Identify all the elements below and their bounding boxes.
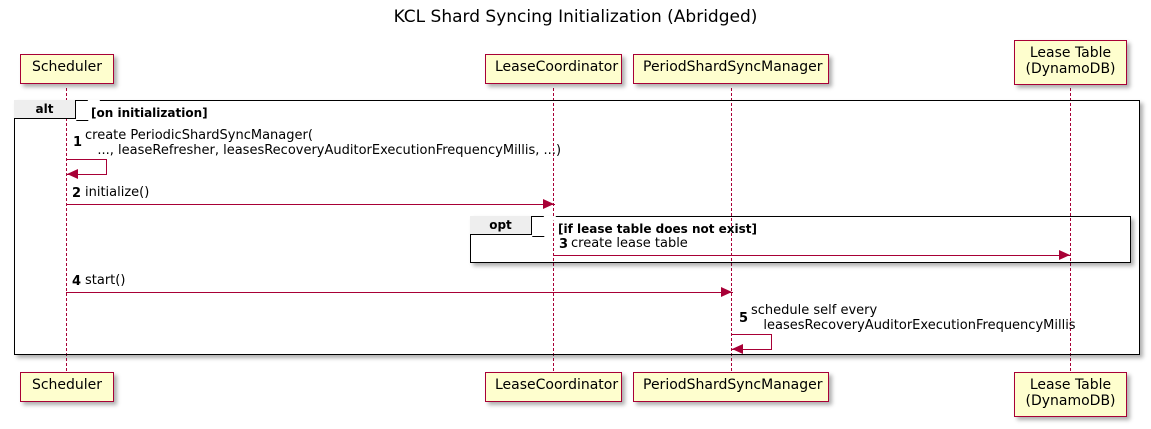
lifeline-scheduler: [66, 88, 67, 371]
message-4-arrowhead: [721, 287, 732, 297]
lifeline-periodshardsyncmanager: [731, 88, 732, 371]
participant-scheduler-top[interactable]: Scheduler: [20, 54, 114, 84]
message-1-arrowhead: [67, 169, 78, 179]
fragment-opt-guard: [if lease table does not exist]: [558, 222, 758, 236]
message-1-self-loop: [66, 159, 107, 175]
participant-scheduler-bottom[interactable]: Scheduler: [20, 372, 114, 402]
message-5-arrowhead: [732, 344, 743, 354]
message-4-line: [66, 292, 733, 293]
message-1-label: create PeriodicShardSyncManager( ..., le…: [85, 128, 562, 158]
fragment-alt: alt: [14, 100, 1140, 355]
page-title: KCL Shard Syncing Initialization (Abridg…: [393, 7, 758, 27]
fragment-alt-operator-label: alt: [35, 102, 54, 116]
message-3-number: 3: [559, 237, 569, 252]
fragment-opt-operator-tab: opt: [470, 216, 532, 235]
message-2-label: initialize(): [85, 185, 150, 200]
message-2-number: 2: [72, 186, 82, 201]
message-2-arrowhead: [543, 199, 554, 209]
message-1-number: 1: [73, 135, 83, 150]
message-3-label: create lease table: [571, 236, 688, 251]
message-5-label: schedule self every leasesRecoveryAudito…: [751, 303, 1076, 333]
participant-leasetable-top[interactable]: Lease Table (DynamoDB): [1014, 40, 1127, 85]
message-2-line: [66, 204, 555, 205]
lifeline-leasetable: [1070, 88, 1071, 371]
fragment-opt: opt: [470, 216, 1131, 263]
message-5-number: 5: [739, 311, 749, 326]
fragment-opt-operator-label: opt: [489, 218, 512, 232]
message-4-number: 4: [72, 274, 82, 289]
message-3-line: [553, 255, 1070, 256]
fragment-opt-tab-notch: [532, 216, 557, 237]
participant-leasecoordinator-bottom[interactable]: LeaseCoordinator: [485, 372, 622, 402]
participant-periodshardsyncmanager-top[interactable]: PeriodShardSyncManager: [633, 54, 829, 84]
participant-periodshardsyncmanager-bottom[interactable]: PeriodShardSyncManager: [633, 372, 829, 402]
fragment-alt-operator-tab: alt: [14, 100, 76, 119]
message-3-arrowhead: [1059, 250, 1070, 260]
participant-leasecoordinator-top[interactable]: LeaseCoordinator: [485, 54, 622, 84]
message-5-self-loop: [731, 334, 772, 350]
participant-leasetable-bottom[interactable]: Lease Table (DynamoDB): [1014, 372, 1127, 417]
message-4-label: start(): [85, 273, 126, 288]
fragment-alt-guard: [on initialization]: [91, 106, 208, 120]
lifeline-leasecoordinator: [553, 88, 554, 371]
